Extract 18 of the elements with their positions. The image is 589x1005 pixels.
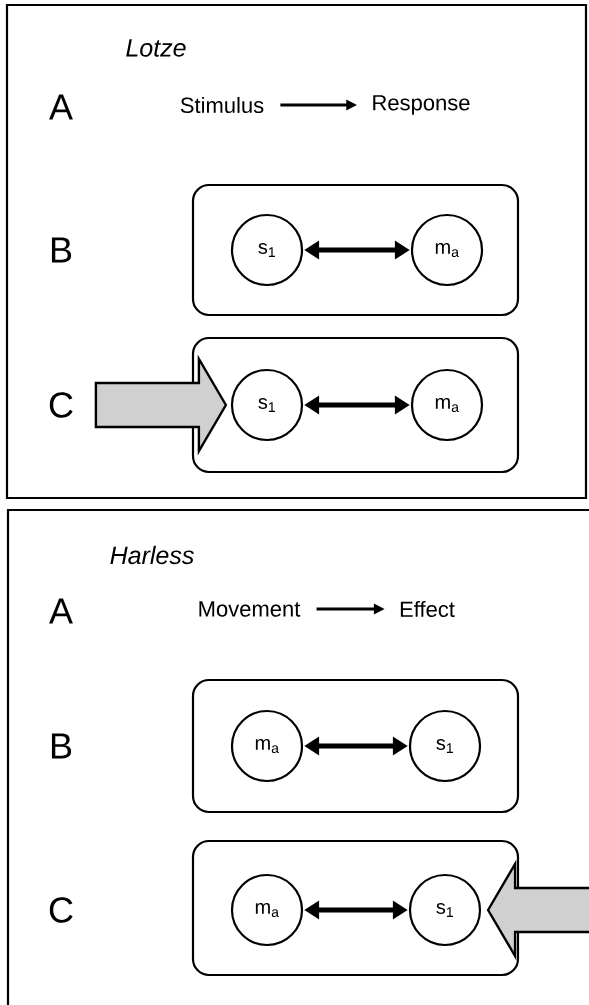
row-letter: C <box>49 392 73 418</box>
row-letter: B <box>51 237 72 263</box>
panel <box>5 3 588 500</box>
panel <box>6 508 589 1005</box>
row-letter: B <box>51 733 72 759</box>
rounded-box <box>191 183 520 317</box>
term: Effect <box>400 600 455 618</box>
term: Stimulus <box>180 96 264 114</box>
rounded-box <box>191 336 520 474</box>
term: Movement <box>199 601 301 617</box>
term: Response <box>373 95 470 115</box>
row-letter: A <box>49 598 73 624</box>
row-letter: A <box>49 94 73 120</box>
panel-heading: Harless <box>110 545 194 565</box>
rounded-box <box>191 678 520 814</box>
rounded-box <box>191 839 520 977</box>
row-letter: C <box>49 897 73 923</box>
panel-heading: Lotze <box>126 39 186 57</box>
